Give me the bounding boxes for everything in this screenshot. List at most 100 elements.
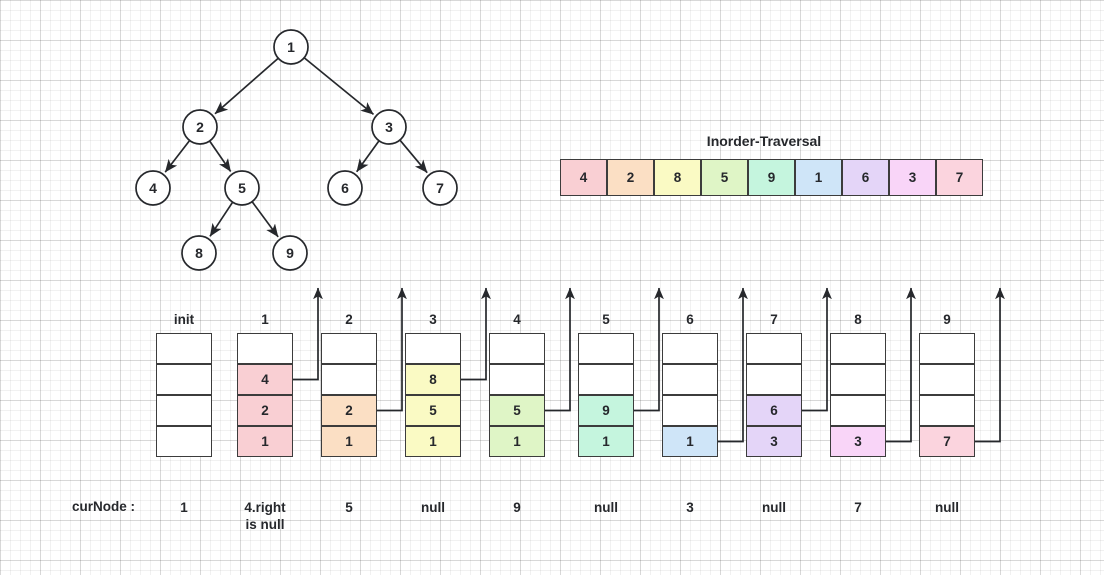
stack-column-header: 7 (770, 312, 778, 327)
curnode-label: curNode : (72, 499, 136, 514)
traversal-cell: 3 (889, 159, 936, 196)
stack-column-header: 8 (854, 312, 862, 327)
tree-node-label-1: 1 (287, 39, 295, 55)
tree-edge (356, 140, 380, 173)
stack-cell-empty (156, 426, 212, 457)
stack-column-header: 3 (429, 312, 437, 327)
stack-cell-empty (919, 395, 975, 426)
stack-cell-filled: 5 (405, 395, 461, 426)
tree-edge (251, 201, 279, 238)
stack-cell-filled: 7 (919, 426, 975, 457)
curnode-value: null (594, 500, 618, 515)
pop-arrow (975, 287, 1005, 443)
stack-cell-filled: 3 (746, 426, 802, 457)
stack-cell-filled: 3 (830, 426, 886, 457)
stack-cell-empty (489, 333, 545, 364)
stack-cell-empty (662, 364, 718, 395)
traversal-cell: 2 (607, 159, 654, 196)
stack-column-header: 6 (686, 312, 694, 327)
tree-nodes (135, 29, 458, 271)
tree-node-label-3: 3 (385, 119, 393, 135)
stack-cell-empty (405, 333, 461, 364)
curnode-value: 1 (180, 500, 188, 515)
stack-cell-empty (156, 395, 212, 426)
inorder-traversal-title: Inorder-Traversal (706, 133, 822, 149)
tree-node-label-9: 9 (286, 245, 294, 261)
stack-cell-empty (578, 333, 634, 364)
pop-arrow (377, 287, 407, 412)
stack-cell-empty (321, 364, 377, 395)
traversal-cell: 9 (748, 159, 795, 196)
stack-cell-empty (746, 364, 802, 395)
stack-cell-filled: 2 (321, 395, 377, 426)
stack-column-header: 2 (345, 312, 353, 327)
stack-cell-filled: 1 (489, 426, 545, 457)
stack-cell-empty (156, 364, 212, 395)
curnode-value: 5 (345, 500, 353, 515)
stack-cell-empty (578, 364, 634, 395)
tree-node-label-4: 4 (149, 180, 157, 196)
traversal-cell: 8 (654, 159, 701, 196)
tree-node-label-6: 6 (341, 180, 349, 196)
curnode-value: null (421, 500, 445, 515)
stack-cell-empty (662, 333, 718, 364)
pop-arrow (634, 287, 664, 412)
tree-edge (208, 140, 232, 173)
tree-node-label-2: 2 (196, 119, 204, 135)
traversal-cell: 6 (842, 159, 889, 196)
traversal-cell: 7 (936, 159, 983, 196)
pop-arrow (461, 287, 491, 381)
pop-arrow (293, 287, 323, 381)
stack-cell-filled: 5 (489, 395, 545, 426)
stack-column-header: 5 (602, 312, 610, 327)
stack-cell-filled: 1 (237, 426, 293, 457)
tree-edge (214, 57, 279, 115)
tree-node-label-5: 5 (238, 180, 246, 196)
curnode-value: null (935, 500, 959, 515)
stack-cell-empty (830, 395, 886, 426)
stack-cell-empty (156, 333, 212, 364)
stack-cell-empty (919, 333, 975, 364)
stack-cell-filled: 1 (662, 426, 718, 457)
curnode-value: null (762, 500, 786, 515)
tree-edge (164, 139, 191, 173)
stack-column-header: 1 (261, 312, 269, 327)
stack-column-header: 4 (513, 312, 521, 327)
tree-edges (164, 57, 428, 238)
stack-cell-filled: 6 (746, 395, 802, 426)
curnode-value: 3 (686, 500, 694, 515)
pop-arrow (545, 287, 575, 412)
stack-cell-empty (746, 333, 802, 364)
stack-cell-empty (919, 364, 975, 395)
pop-arrow (802, 287, 832, 412)
tree-edge (209, 201, 234, 237)
stack-cell-filled: 2 (237, 395, 293, 426)
tree-edge (399, 139, 428, 174)
stack-cell-filled: 1 (578, 426, 634, 457)
stack-cell-empty (321, 333, 377, 364)
stack-column-header: init (173, 312, 195, 327)
pop-arrow (718, 287, 748, 443)
tree-edge (303, 57, 375, 116)
traversal-cell: 1 (795, 159, 842, 196)
stack-cell-empty (830, 364, 886, 395)
tree-node-label-8: 8 (195, 245, 203, 261)
stack-cell-empty (662, 395, 718, 426)
stack-cell-empty (237, 333, 293, 364)
traversal-cell: 4 (560, 159, 607, 196)
stack-cell-filled: 1 (405, 426, 461, 457)
traversal-cell: 5 (701, 159, 748, 196)
stack-cell-filled: 8 (405, 364, 461, 395)
stack-cell-filled: 1 (321, 426, 377, 457)
tree-node-label-7: 7 (436, 180, 444, 196)
curnode-value: 9 (513, 500, 521, 515)
stack-cell-filled: 9 (578, 395, 634, 426)
curnode-value: 7 (854, 500, 862, 515)
stack-cell-filled: 4 (237, 364, 293, 395)
stack-cell-empty (830, 333, 886, 364)
stack-column-header: 9 (943, 312, 951, 327)
stack-cell-empty (489, 364, 545, 395)
